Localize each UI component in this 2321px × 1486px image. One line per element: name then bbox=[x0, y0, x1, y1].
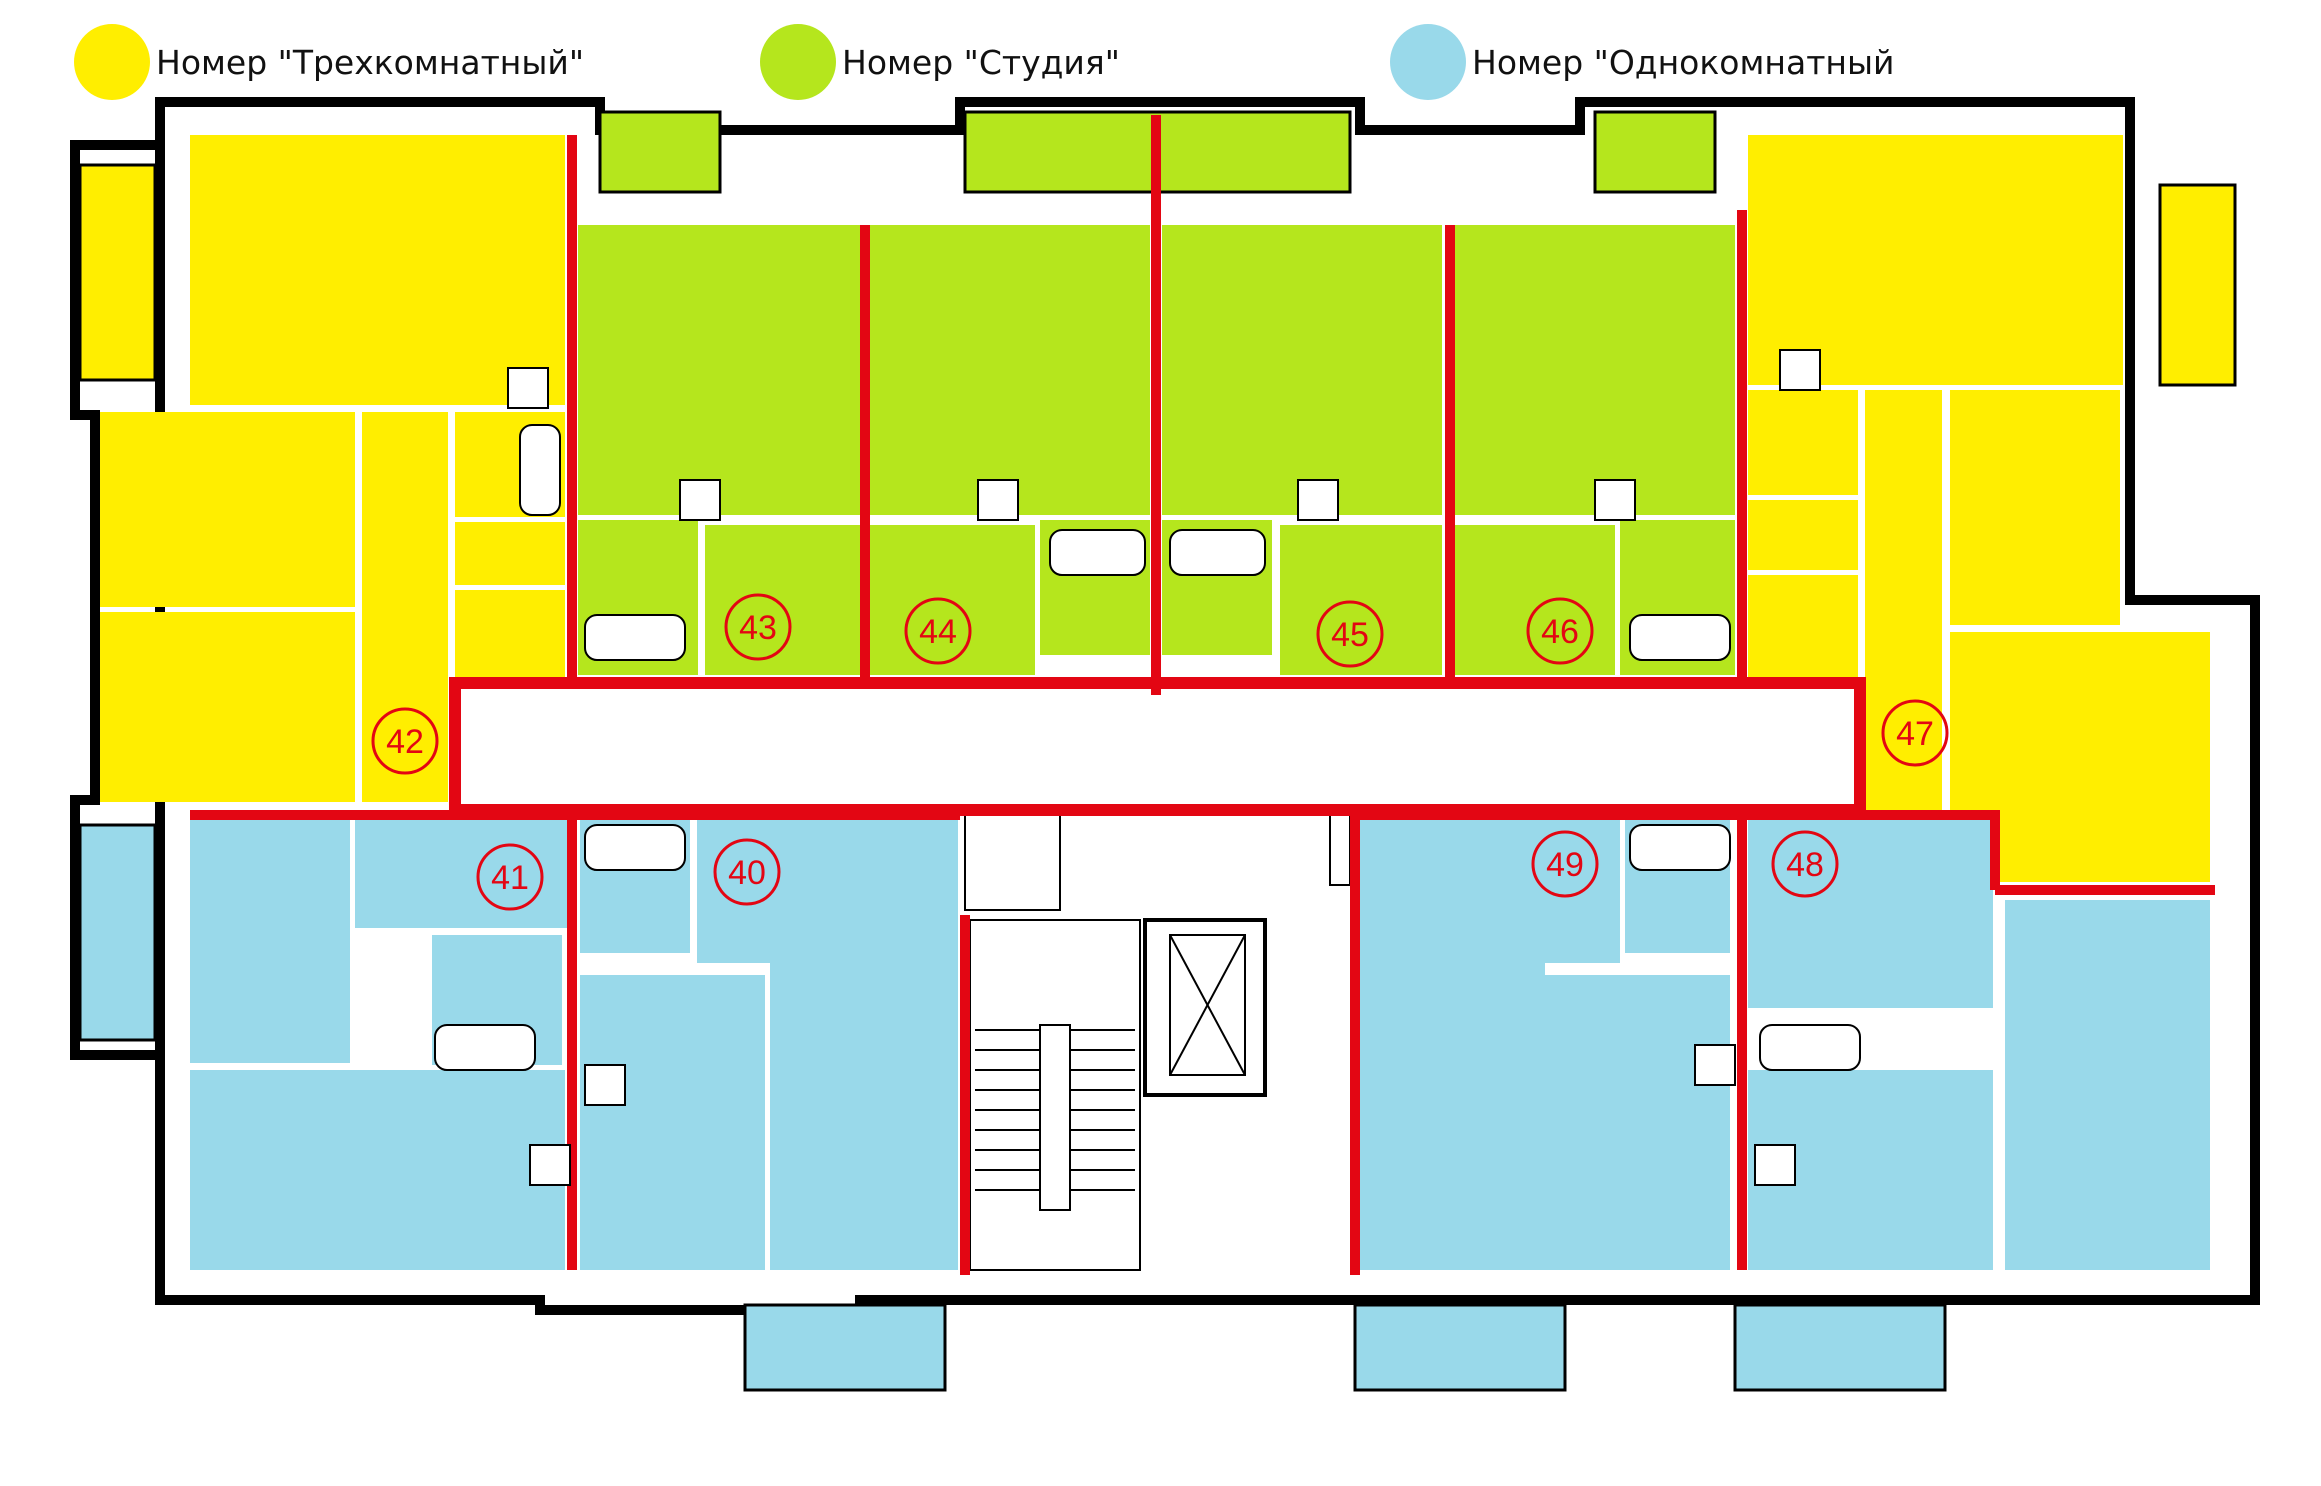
studio-44 bbox=[870, 225, 1150, 515]
legend-swatch-green bbox=[760, 24, 836, 100]
balcony bbox=[1593, 110, 1717, 194]
apartment-41 bbox=[355, 818, 570, 928]
balcony bbox=[78, 163, 157, 382]
one-room-apartments bbox=[78, 818, 2210, 1392]
legend-label: Номер "Трехкомнатный" bbox=[156, 42, 585, 82]
balcony bbox=[1353, 1303, 1567, 1392]
elevator-shaft bbox=[1143, 918, 1267, 1097]
unit-number: 43 bbox=[739, 609, 777, 647]
bathtub-icon bbox=[1759, 1024, 1861, 1071]
room bbox=[1748, 135, 2123, 385]
unit-number: 40 bbox=[728, 854, 766, 892]
room bbox=[1865, 390, 1942, 810]
room bbox=[100, 612, 355, 802]
apartment-41 bbox=[190, 1070, 565, 1270]
legend-swatch-yellow bbox=[74, 24, 150, 100]
apartment-48 bbox=[2005, 900, 2210, 1270]
legend-item-one-room: Номер "Однокомнатный bbox=[1390, 22, 1895, 102]
studio-45 bbox=[1162, 225, 1442, 515]
apartment-49 bbox=[1490, 818, 1620, 963]
bathtub-icon bbox=[434, 1024, 536, 1071]
balcony bbox=[598, 110, 722, 194]
room bbox=[1748, 500, 1858, 570]
stove-icon bbox=[1297, 479, 1339, 521]
partition-walls bbox=[190, 115, 2215, 1275]
balcony bbox=[78, 823, 157, 1042]
unit-number: 42 bbox=[386, 723, 424, 761]
unit-markers: 42 43 44 45 46 47 41 40 49 48 bbox=[371, 593, 1949, 911]
room bbox=[100, 412, 355, 607]
unit-number: 41 bbox=[491, 859, 529, 897]
apartment-48 bbox=[1748, 818, 1993, 1008]
stove-icon bbox=[977, 479, 1019, 521]
unit-number: 48 bbox=[1786, 846, 1824, 884]
studio-45 bbox=[1280, 525, 1442, 675]
unit-number: 46 bbox=[1541, 613, 1579, 651]
stove-icon bbox=[529, 1144, 571, 1186]
balcony bbox=[743, 1303, 947, 1392]
apartment-42 bbox=[78, 135, 565, 802]
bathtub-icon bbox=[1049, 529, 1146, 576]
unit-number: 49 bbox=[1546, 846, 1584, 884]
balcony bbox=[1733, 1303, 1947, 1392]
studio-46 bbox=[1455, 225, 1735, 515]
studio-43 bbox=[578, 225, 860, 515]
bathtub-icon bbox=[1629, 614, 1731, 661]
room bbox=[190, 135, 565, 405]
unit-number: 45 bbox=[1331, 616, 1369, 654]
corridor bbox=[449, 677, 1866, 816]
bathtub-icon bbox=[584, 614, 686, 661]
room bbox=[1950, 390, 2120, 625]
legend-item-three-room: Номер "Трехкомнатный" bbox=[74, 22, 584, 102]
legend-label: Номер "Студия" bbox=[842, 42, 1120, 82]
apartment-40 bbox=[580, 975, 765, 1270]
room bbox=[1748, 575, 1858, 680]
legend-label: Номер "Однокомнатный bbox=[1472, 42, 1895, 82]
studio-43 bbox=[705, 525, 860, 675]
unit-number: 47 bbox=[1896, 715, 1934, 753]
balcony bbox=[2158, 183, 2237, 387]
room bbox=[362, 412, 448, 802]
bathtub-icon bbox=[519, 424, 561, 516]
room bbox=[455, 522, 565, 585]
apartment-49 bbox=[1540, 975, 1730, 1270]
legend-item-studio: Номер "Студия" bbox=[760, 22, 1120, 102]
fixtures bbox=[434, 349, 1861, 1186]
bathtub-icon bbox=[1169, 529, 1266, 576]
stair-core bbox=[964, 789, 1351, 1271]
apartment-40 bbox=[770, 820, 958, 1270]
stove-icon bbox=[507, 367, 549, 409]
apartment-41 bbox=[190, 818, 350, 1063]
room bbox=[455, 590, 565, 680]
studio-44 bbox=[870, 525, 1035, 675]
stove-icon bbox=[1754, 1144, 1796, 1186]
room bbox=[1748, 390, 1858, 495]
stove-icon bbox=[1694, 1044, 1736, 1086]
bathtub-icon bbox=[584, 824, 686, 871]
stove-icon bbox=[584, 1064, 626, 1106]
building-outer-wall bbox=[155, 97, 2260, 1315]
stove-icon bbox=[1779, 349, 1821, 391]
stove-icon bbox=[679, 479, 721, 521]
unit-number: 44 bbox=[919, 613, 957, 651]
stove-icon bbox=[1594, 479, 1636, 521]
bathtub-icon bbox=[1629, 824, 1731, 871]
legend-swatch-blue bbox=[1390, 24, 1466, 100]
